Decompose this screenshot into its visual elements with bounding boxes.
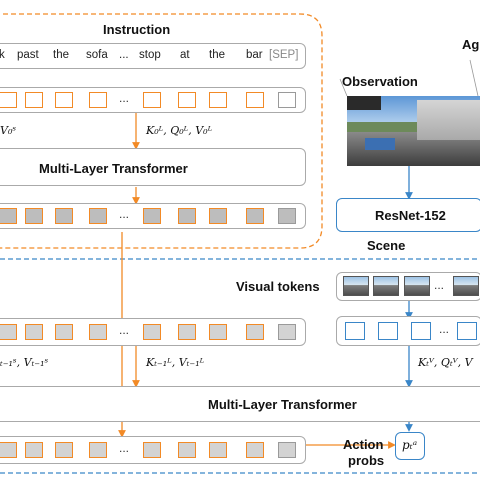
language-kqv-formula: K₀ᴸ, Q₀ᴸ, V₀ᴸ — [146, 124, 213, 137]
instruction-output-row: ... — [0, 203, 306, 229]
output-state-token — [0, 442, 17, 458]
output-state-token — [143, 442, 161, 458]
token-word: sofa — [86, 49, 108, 61]
visual-state-row: ... — [336, 316, 480, 346]
output-token — [246, 208, 264, 224]
state-token — [143, 324, 161, 340]
instruction-region — [0, 13, 323, 249]
token-word: bar — [246, 49, 263, 61]
output-token — [55, 208, 73, 224]
state-token — [0, 324, 17, 340]
embedding-token — [0, 92, 17, 108]
language-kv-formula-t: Kₜ₋₁ᴸ, Vₜ₋₁ᴸ — [146, 356, 205, 369]
language-sep-formula-t: ₜ₋₁ˢ, Vₜ₋₁ˢ — [0, 356, 49, 369]
scene-thumbnail — [404, 276, 430, 296]
embedding-token — [209, 92, 227, 108]
action-label: Action — [343, 437, 384, 452]
ellipsis: ... — [119, 91, 130, 105]
embedding-token — [246, 92, 264, 108]
visual-tokens-row: ... — [336, 272, 480, 301]
embedding-token — [143, 92, 161, 108]
scene-label: Scene — [367, 238, 406, 253]
probs-label: probs — [348, 453, 385, 468]
ellipsis: ... — [439, 322, 450, 336]
embedding-token — [55, 92, 73, 108]
token-word-sep: [SEP] — [269, 49, 299, 61]
visual-token — [345, 322, 365, 340]
state-token — [55, 324, 73, 340]
output-token — [178, 208, 196, 224]
output-state-token — [246, 442, 264, 458]
panorama-image — [347, 96, 480, 166]
embedding-token — [89, 92, 107, 108]
instruction-title: Instruction — [103, 22, 171, 37]
scene-thumbnail — [343, 276, 369, 296]
output-token — [0, 208, 17, 224]
token-word: the — [53, 49, 69, 61]
state-token — [246, 324, 264, 340]
scene-thumbnail — [373, 276, 399, 296]
visual-token — [378, 322, 398, 340]
instruction-token-row: k past the sofa ... stop at the bar [SEP… — [0, 43, 306, 69]
state-token — [209, 324, 227, 340]
output-token — [25, 208, 43, 224]
output-state-token — [209, 442, 227, 458]
bottom-transformer-box: Multi-Layer Transformer — [0, 386, 480, 422]
action-probs-symbol: pₜᵃ — [402, 438, 418, 452]
output-token — [209, 208, 227, 224]
top-transformer-label: Multi-Layer Transformer — [39, 161, 188, 176]
state-token — [25, 324, 43, 340]
output-token — [89, 208, 107, 224]
token-word: past — [17, 49, 39, 61]
instruction-embedding-row: ... — [0, 87, 306, 113]
token-word: at — [180, 49, 190, 61]
sep-embedding-token — [278, 92, 296, 108]
ellipsis: ... — [119, 323, 130, 337]
top-transformer-box: Multi-Layer Transformer — [0, 148, 306, 186]
ellipsis: ... — [119, 207, 130, 221]
sep-output-token — [278, 208, 296, 224]
output-state-token — [25, 442, 43, 458]
visual-token — [457, 322, 477, 340]
bottom-transformer-label: Multi-Layer Transformer — [208, 397, 357, 412]
visual-token — [411, 322, 431, 340]
resnet-box: ResNet-152 — [336, 198, 480, 232]
ellipsis: ... — [434, 278, 445, 292]
sep-state-token — [278, 324, 296, 340]
scene-thumbnail — [453, 276, 479, 296]
resnet-label: ResNet-152 — [375, 208, 446, 223]
language-state-row: ... — [0, 318, 306, 346]
agent-title: Ag — [462, 37, 480, 52]
output-state-token — [89, 442, 107, 458]
language-sep-formula: V₀ˢ — [0, 124, 17, 137]
visual-kqv-formula-t: Kₜⱽ, Qₜⱽ, V — [418, 356, 473, 369]
state-token — [89, 324, 107, 340]
visual-tokens-label: Visual tokens — [236, 279, 320, 294]
embedding-token — [25, 92, 43, 108]
action-probs-box: pₜᵃ — [395, 432, 425, 460]
token-word: the — [209, 49, 225, 61]
sep-output-state-token — [278, 442, 296, 458]
observation-label: Observation — [342, 74, 418, 89]
embedding-token — [178, 92, 196, 108]
ellipsis: ... — [119, 441, 130, 455]
output-state-row: ... — [0, 436, 306, 464]
output-state-token — [55, 442, 73, 458]
output-token — [143, 208, 161, 224]
token-word: stop — [139, 49, 161, 61]
token-word: ... — [119, 49, 129, 61]
token-word: k — [0, 49, 5, 61]
state-token — [178, 324, 196, 340]
output-state-token — [178, 442, 196, 458]
